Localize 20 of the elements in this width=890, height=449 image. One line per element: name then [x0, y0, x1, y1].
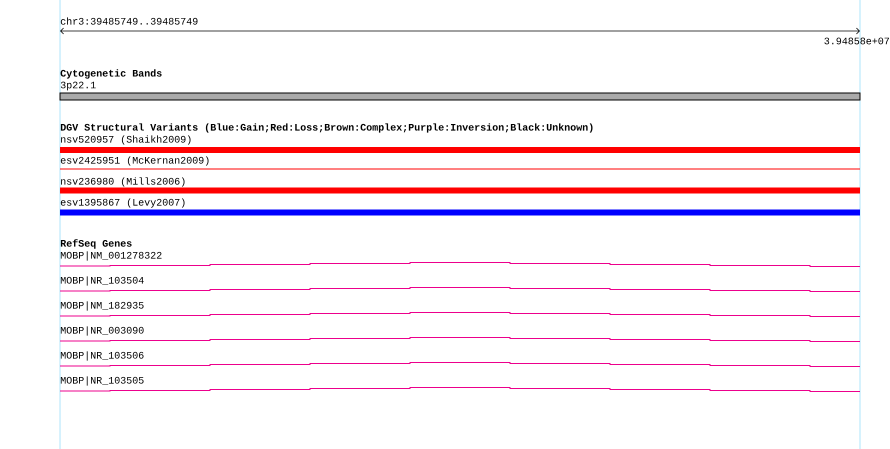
feature-track: nsv236980 (Mills2006): [60, 177, 860, 194]
position-label: chr3:39485749..39485749: [60, 17, 198, 25]
feature-track: MOBP|NM_001278322: [60, 251, 860, 267]
track-heading: Cytogenetic Bands: [60, 69, 162, 79]
node-label: 3p22.1: [60, 82, 96, 90]
feature-track: MOBP|NM_182935: [60, 301, 860, 317]
feature-track: MOBP|NR_103506: [60, 351, 860, 367]
track-heading: DGV Structural Variants (Blue:Gain;Red:Loss;Brown:Complex;Purple:Inversion;Black:Unknown): [60, 123, 593, 133]
feature-track: MOBP|NR_103504: [60, 276, 860, 292]
feature-track: 3p22.1: [60, 82, 860, 100]
feature-track: MOBP|NR_003090: [60, 326, 860, 342]
feature-track: MOBP|NR_103505: [60, 376, 860, 392]
feature-track: esv2425951 (McKernan2009): [60, 156, 860, 170]
feature-track: esv1395867 (Levy2007): [60, 198, 860, 216]
tick-label: 3.94858e+07: [824, 38, 889, 44]
node-label: esv1395867 (Levy2007): [60, 198, 185, 208]
feature-track: nsv520957 (Shaikh2009): [60, 135, 860, 153]
node-label: nsv520957 (Shaikh2009): [61, 135, 191, 145]
node-label: nsv236980 (Mills2006): [61, 177, 185, 187]
track-heading: RefSeq Genes: [60, 239, 132, 249]
